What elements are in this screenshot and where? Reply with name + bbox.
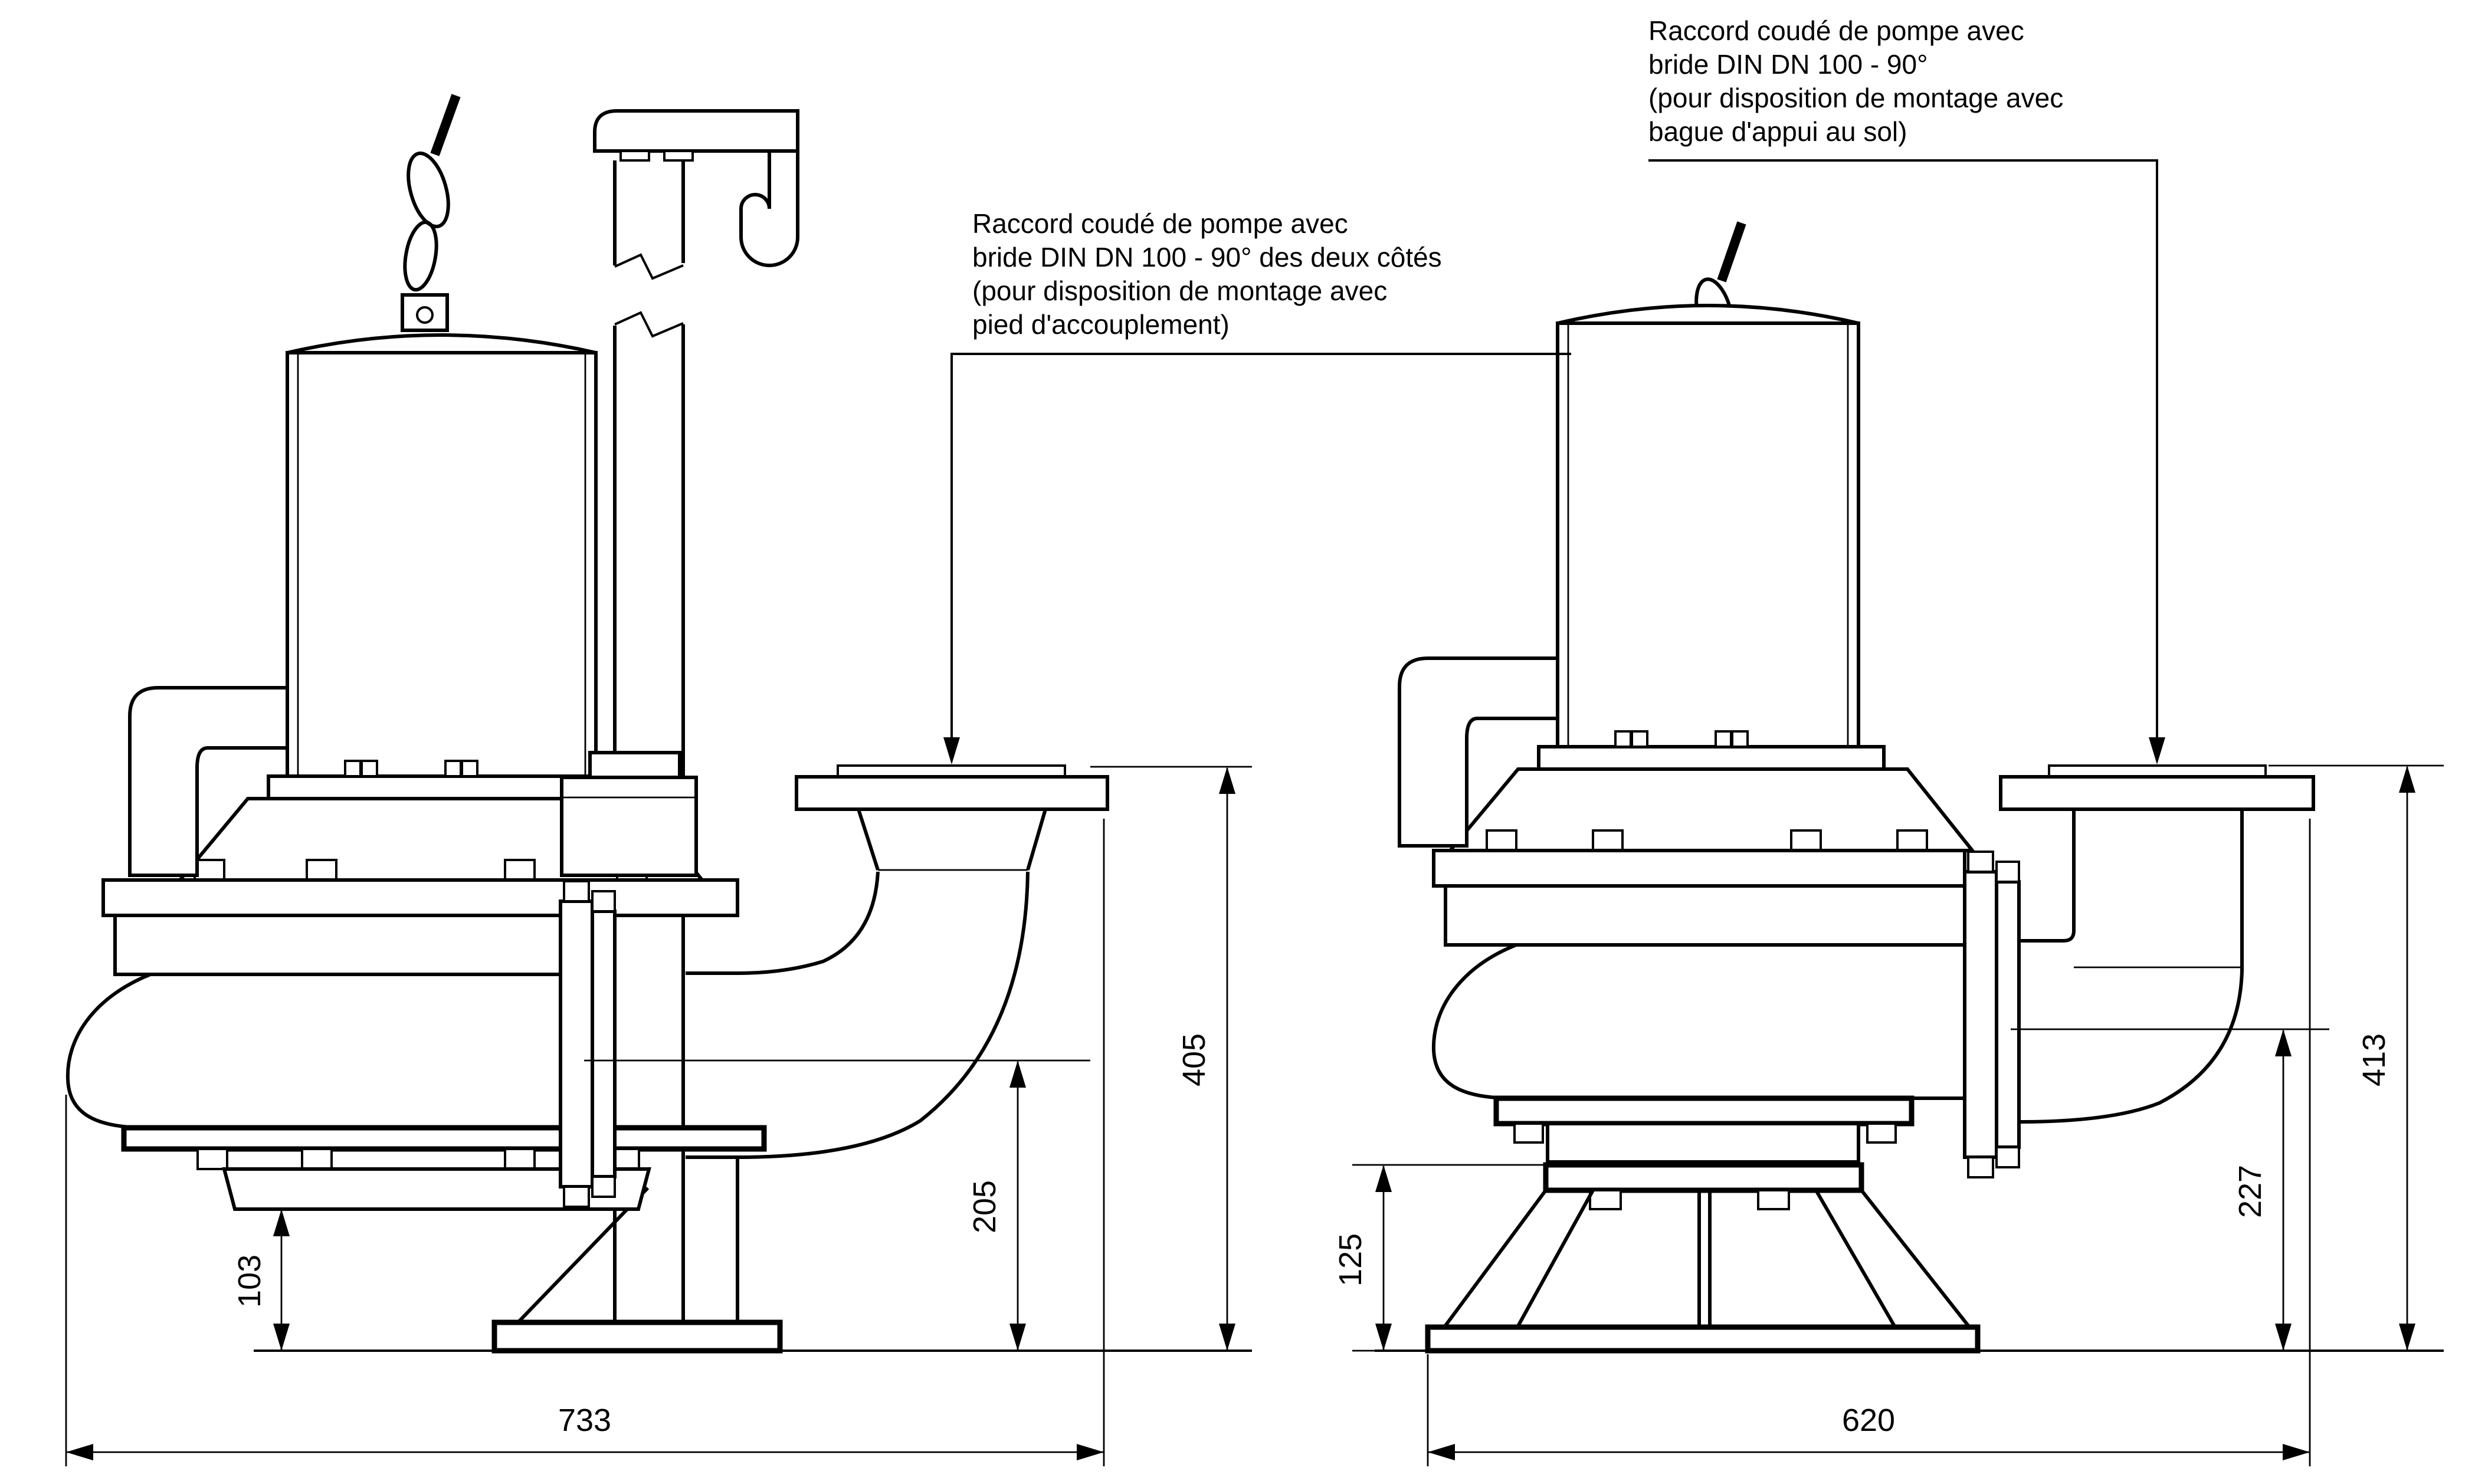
dim-413: 413	[2269, 764, 2444, 1351]
dim-620: 620	[1427, 819, 2311, 1466]
dim-413-label: 413	[2356, 1033, 2392, 1086]
annotation-left-arrow	[943, 737, 960, 764]
annotation-left-leader	[950, 353, 1571, 740]
dim-103: 103	[232, 1209, 290, 1351]
dim-733-label: 733	[558, 1403, 611, 1438]
dim-205: 205	[967, 1061, 1026, 1351]
support-ring	[1425, 1162, 1981, 1354]
right-view: 125 227 413 620	[1333, 221, 2444, 1466]
right-discharge-elbow	[1999, 764, 2315, 1124]
dim-227: 227	[2233, 1029, 2292, 1351]
coupling-foot	[491, 1157, 783, 1354]
annotation-right-text: Raccord coudé de pompe avec bride DIN DN…	[1648, 15, 2071, 147]
dim-620-label: 620	[1842, 1403, 1895, 1438]
dim-125-label: 125	[1333, 1233, 1368, 1286]
left-discharge-elbow	[686, 764, 1109, 1159]
dim-405: 405	[1090, 766, 1252, 1351]
dim-103-label: 103	[232, 1255, 267, 1308]
guide-pipe-bracket	[593, 109, 799, 267]
annotation-right-arrow	[2149, 737, 2165, 764]
dim-733: 733	[65, 819, 1105, 1466]
dim-227-label: 227	[2233, 1165, 2268, 1218]
annotation-left-text: Raccord coudé de pompe avec bride DIN DN…	[972, 208, 1449, 340]
annotation-left: Raccord coudé de pompe avec bride DIN DN…	[943, 208, 1571, 764]
left-view: 103 205 405 733	[65, 94, 1252, 1466]
right-discharge-flange	[1963, 851, 2021, 1178]
lifting-chain	[401, 94, 461, 332]
annotation-right-leader	[1648, 159, 2158, 740]
dim-205-label: 205	[967, 1180, 1002, 1233]
dim-405-label: 405	[1176, 1033, 1212, 1086]
right-pump	[1398, 304, 1976, 1164]
left-pump	[65, 333, 767, 1211]
dim-125: 125	[1333, 1164, 1547, 1352]
annotation-right: Raccord coudé de pompe avec bride DIN DN…	[1648, 15, 2165, 764]
